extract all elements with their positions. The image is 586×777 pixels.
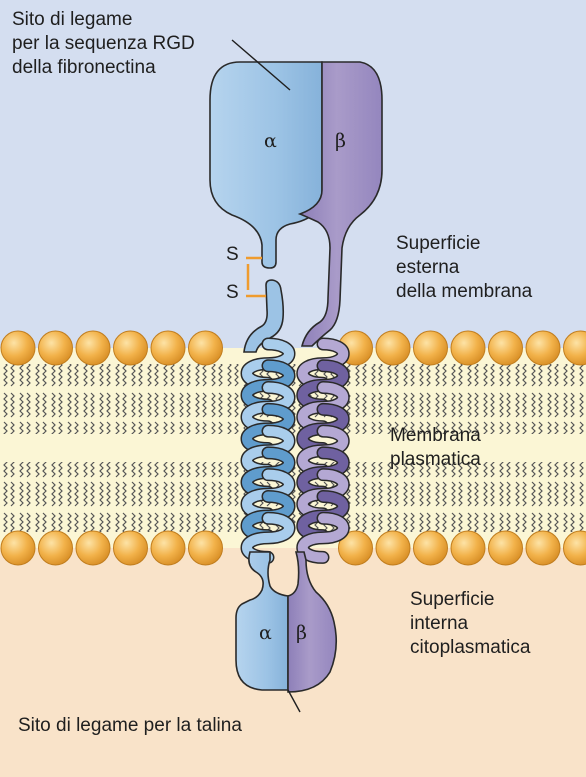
beta-cytoplasmic-tail [287,551,338,693]
inner-label-line-2: interna [410,613,469,634]
phospholipid-head [188,330,223,366]
phospholipid-head [413,530,448,566]
beta-label-bottom: β [296,622,307,644]
alpha-subunit-head [209,61,323,269]
phospholipid-heads-inner [0,530,586,566]
inner-label-line-3: citoplasmatica [410,637,531,658]
phospholipid-head [75,530,111,566]
lipid-tails-inner [0,462,586,532]
beta-label-top: β [335,130,346,152]
outer-label-line-2: esterna [396,257,460,278]
rgd-label-line-2: per la sequenza RGD [12,33,195,54]
phospholipid-heads-outer [0,330,586,366]
sulfur-label-1: S [226,244,239,265]
phospholipid-head [113,330,148,366]
phospholipid-head [525,330,561,366]
phospholipid-head [450,330,486,366]
phospholipid-head [450,530,486,566]
talin-binding-site-label: Sito di legame per la talina [18,715,242,736]
beta-transmembrane-helix [296,337,350,564]
phospholipid-head [38,330,73,366]
phospholipid-head [150,330,186,366]
outer-label-line-3: della membrana [396,281,533,302]
alpha-label-bottom: α [259,622,272,644]
rgd-leader-line [231,39,291,91]
phospholipid-head [188,530,223,566]
phospholipid-head [150,530,186,566]
phospholipid-head [525,530,561,566]
phospholipid-head [75,330,111,366]
phospholipid-head [488,530,523,566]
alpha-transmembrane-helix [240,337,296,564]
phospholipid-head [488,330,523,366]
rgd-binding-site-label: Sito di legame per la sequenza RGD della… [12,8,195,80]
talin-leader-line [287,689,301,713]
inner-surface-label: Superficie interna citoplasmatica [410,588,530,660]
phospholipid-head [375,330,411,366]
outer-surface-label: Superficie esterna della membrana [396,232,532,304]
phospholipid-head [413,330,448,366]
membrane-label-line-1: Membrana [390,425,481,446]
alpha-label-top: α [264,130,277,152]
alpha-stalk [243,279,285,353]
phospholipid-head [0,330,36,366]
phospholipid-head [0,530,36,566]
sulfur-label-2: S [226,282,239,303]
beta-subunit-head [297,61,383,347]
rgd-label-line-3: della fibronectina [12,57,156,78]
membrane-label-line-2: plasmatica [390,449,481,470]
helix-turn [298,513,349,563]
phospholipid-head [38,530,73,566]
phospholipid-head [563,330,586,366]
plasma-membrane-label: Membrana plasmatica [390,424,481,472]
phospholipid-head [563,530,586,566]
rgd-label-line-1: Sito di legame [12,9,133,30]
inner-label-line-1: Superficie [410,589,495,610]
outer-label-line-1: Superficie [396,233,481,254]
alpha-cytoplasmic-tail [235,551,289,691]
phospholipid-head [113,530,148,566]
phospholipid-head [375,530,411,566]
phospholipid-head [338,530,373,566]
